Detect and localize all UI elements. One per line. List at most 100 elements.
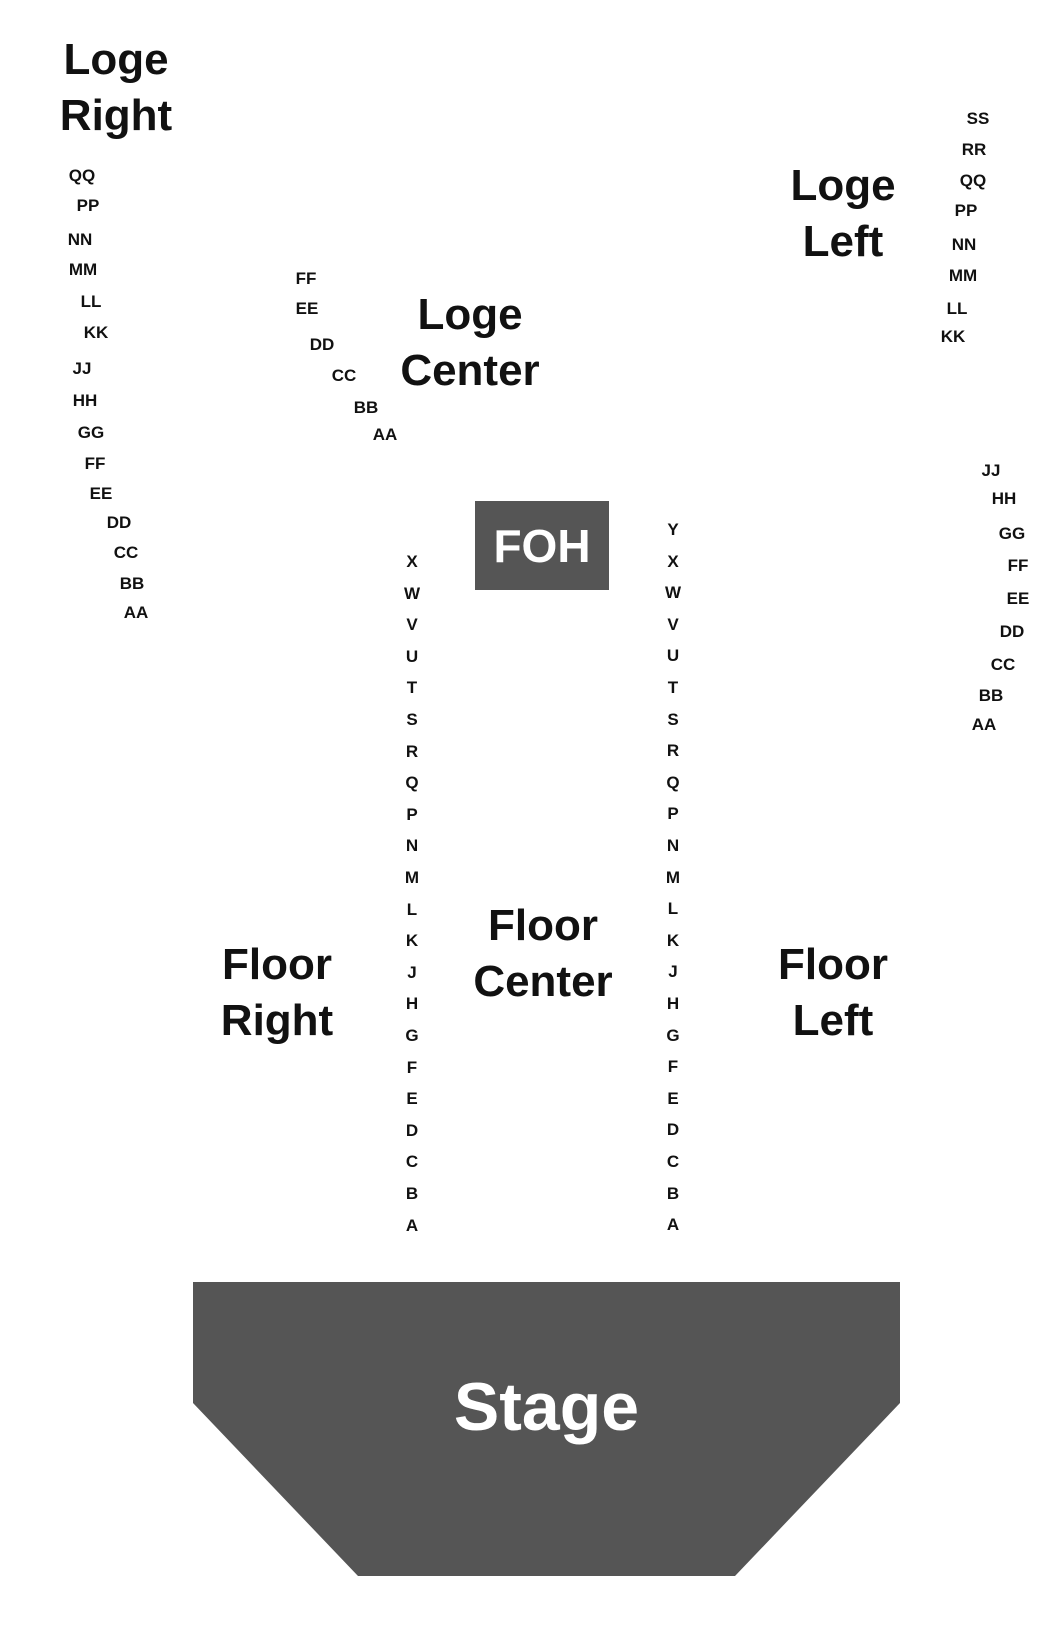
row-label-loge-right: QQ — [68, 166, 96, 185]
row-label-floor-left-aisle: W — [664, 583, 682, 603]
row-label-floor-left-aisle: M — [665, 867, 681, 887]
row-label-loge-center: DD — [309, 335, 335, 354]
row-label-loge-right: BB — [119, 574, 145, 593]
row-label-floor-right-aisle: J — [407, 962, 417, 982]
section-loge-center[interactable]: Loge Center — [385, 287, 555, 399]
row-label-floor-left-aisle: C — [666, 1152, 680, 1171]
row-label-floor-left-aisle: Q — [666, 772, 680, 792]
row-label-loge-left-upper: NN — [951, 235, 977, 254]
section-loge-right-line1: Loge — [63, 35, 169, 84]
row-label-loge-center: BB — [353, 398, 379, 417]
row-label-floor-left-aisle: S — [667, 709, 679, 729]
row-label-floor-right-aisle: T — [406, 678, 418, 698]
section-loge-left[interactable]: Loge Left — [778, 158, 908, 270]
row-label-floor-right-aisle: L — [406, 899, 418, 919]
row-label-floor-left-aisle: E — [667, 1088, 679, 1108]
row-label-floor-left-aisle: T — [667, 678, 679, 697]
row-label-floor-right-aisle: H — [405, 994, 419, 1014]
row-label-floor-left-aisle: B — [666, 1183, 680, 1203]
row-label-loge-left-lower: AA — [971, 715, 997, 734]
row-label-floor-left-aisle: Y — [667, 520, 679, 539]
row-label-loge-left-lower: CC — [990, 655, 1016, 674]
row-label-floor-right-aisle: G — [405, 1026, 419, 1045]
row-label-floor-right-aisle: C — [405, 1152, 419, 1172]
section-floor-right-line2: Right — [220, 996, 334, 1045]
row-label-floor-left-aisle: R — [666, 741, 680, 761]
section-floor-left-line2: Left — [792, 996, 874, 1045]
row-label-loge-left-lower: FF — [1007, 556, 1029, 575]
section-floor-right-line1: Floor — [222, 940, 332, 989]
section-loge-center-line2: Center — [400, 346, 540, 395]
row-label-floor-right-aisle: M — [404, 868, 420, 887]
row-label-loge-right: GG — [77, 423, 105, 442]
row-label-floor-right-aisle: K — [405, 931, 419, 951]
section-floor-center[interactable]: Floor Center — [460, 898, 626, 1010]
row-label-loge-right: CC — [113, 543, 139, 562]
stage-label: Stage — [453, 1369, 640, 1445]
row-label-loge-left-upper: RR — [961, 140, 987, 159]
row-label-loge-right: NN — [67, 230, 93, 249]
row-label-floor-left-aisle: V — [667, 614, 679, 634]
row-label-floor-right-aisle: X — [406, 552, 418, 571]
row-label-floor-left-aisle: L — [667, 899, 679, 919]
section-loge-right-line2: Right — [59, 91, 173, 140]
row-label-floor-right-aisle: W — [403, 583, 421, 603]
row-label-loge-left-upper: PP — [954, 201, 978, 220]
row-label-loge-left-upper: QQ — [959, 171, 987, 190]
row-label-loge-center: CC — [331, 366, 357, 385]
row-label-floor-right-aisle: A — [405, 1215, 419, 1235]
section-loge-right[interactable]: Loge Right — [56, 32, 176, 144]
section-loge-left-line2: Left — [802, 217, 884, 266]
row-label-loge-left-lower: JJ — [981, 461, 1001, 480]
row-label-floor-right-aisle: V — [406, 615, 418, 635]
row-label-loge-center: EE — [295, 299, 319, 318]
row-label-loge-left-upper: KK — [940, 327, 966, 346]
row-label-loge-right: AA — [123, 603, 149, 622]
row-label-loge-right: KK — [83, 323, 109, 342]
row-label-floor-right-aisle: U — [405, 646, 419, 666]
row-label-floor-left-aisle: J — [668, 962, 678, 982]
row-label-loge-right: FF — [84, 454, 106, 473]
row-label-loge-left-upper: MM — [948, 266, 978, 285]
row-label-floor-right-aisle: F — [406, 1057, 418, 1077]
section-loge-center-line1: Loge — [417, 290, 523, 339]
row-label-floor-right-aisle: S — [406, 710, 418, 729]
foh-booth: FOH — [475, 501, 609, 590]
row-label-floor-right-aisle: E — [406, 1089, 418, 1109]
row-label-loge-left-lower: GG — [998, 524, 1026, 543]
row-label-floor-left-aisle: D — [666, 1120, 680, 1140]
row-label-loge-center: AA — [372, 425, 398, 444]
row-label-floor-right-aisle: N — [405, 836, 419, 856]
row-label-floor-right-aisle: B — [405, 1184, 419, 1203]
row-label-floor-right-aisle: P — [406, 804, 418, 824]
row-label-loge-left-upper: LL — [946, 299, 968, 318]
row-label-loge-left-lower: HH — [991, 489, 1017, 508]
row-label-loge-left-lower: EE — [1006, 589, 1030, 608]
row-label-loge-right: EE — [89, 484, 113, 503]
section-floor-center-line1: Floor — [488, 901, 598, 950]
row-label-floor-left-aisle: N — [666, 836, 680, 855]
row-label-floor-left-aisle: U — [666, 646, 680, 666]
row-label-loge-right: JJ — [72, 359, 92, 378]
row-label-floor-left-aisle: H — [666, 994, 680, 1013]
section-floor-left[interactable]: Floor Left — [763, 937, 903, 1049]
row-label-floor-right-aisle: R — [405, 741, 419, 761]
row-label-floor-left-aisle: G — [666, 1025, 680, 1045]
section-floor-right[interactable]: Floor Right — [207, 937, 347, 1049]
row-label-loge-left-lower: BB — [978, 686, 1004, 705]
row-label-floor-left-aisle: X — [667, 551, 679, 571]
row-label-loge-left-upper: SS — [966, 109, 990, 128]
row-label-loge-right: LL — [80, 292, 102, 311]
row-label-floor-right-aisle: D — [405, 1120, 419, 1140]
section-loge-left-line1: Loge — [790, 161, 896, 210]
stage-shape — [193, 1282, 900, 1576]
row-label-loge-right: HH — [72, 391, 98, 410]
row-label-floor-left-aisle: K — [666, 930, 680, 950]
row-label-floor-left-aisle: P — [667, 804, 679, 824]
row-label-loge-center: FF — [295, 269, 317, 288]
row-label-floor-left-aisle: F — [667, 1057, 679, 1077]
section-floor-center-line2: Center — [473, 957, 613, 1006]
row-label-loge-right: DD — [106, 513, 132, 532]
row-label-loge-left-lower: DD — [999, 622, 1025, 641]
